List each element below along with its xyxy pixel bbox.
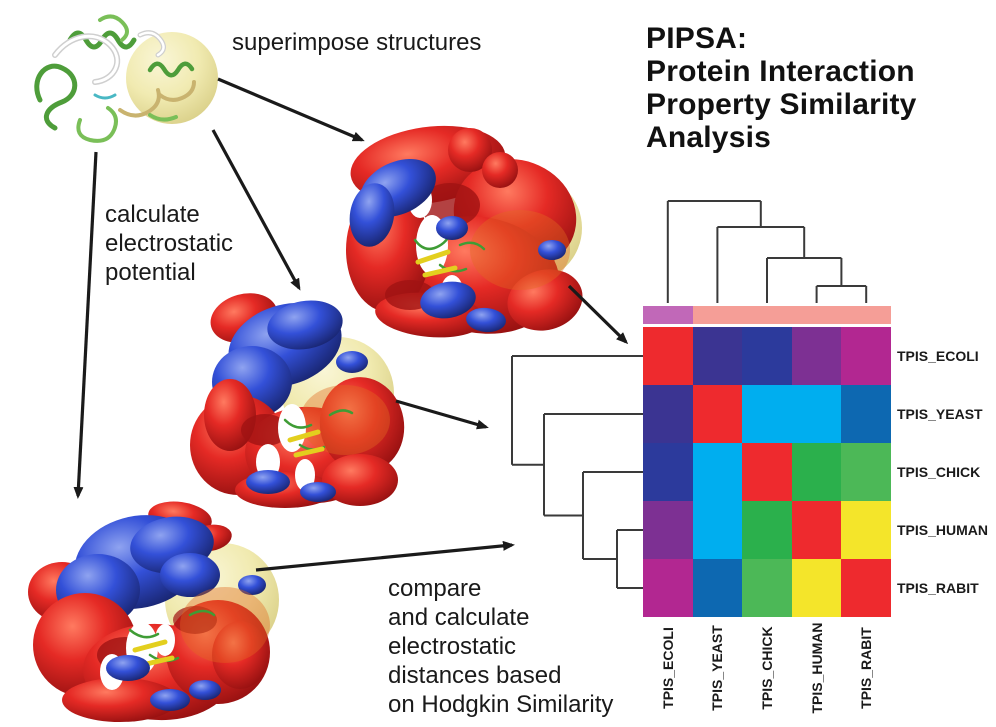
arrow-middle-surface-to-matrix [395, 399, 489, 430]
cluster-strip-segment [643, 306, 693, 324]
heatmap-cell [841, 385, 891, 443]
title-line: Property Similarity [646, 88, 917, 121]
heatmap-row-label: TPIS_CHICK [897, 464, 981, 480]
label-line: potential [105, 259, 196, 286]
label-line: on Hodgkin Similarity [388, 691, 614, 718]
title-line: Protein Interaction [646, 55, 915, 88]
electrostatic-surface-middle-image [190, 293, 405, 508]
label-compare-hodgkin-similarity: compare and calculate electrostatic dist… [388, 574, 613, 719]
arrow-superimpose-to-middle-surface [211, 129, 301, 291]
flow-arrows [73, 77, 629, 572]
arrow-top-surface-to-matrix [567, 284, 629, 345]
label-line: electrostatic [105, 230, 234, 257]
heatmap-cell [643, 385, 693, 443]
arrow-bottom-surface-to-matrix [255, 540, 515, 572]
arrow-calculate-potential [73, 151, 98, 499]
heatmap-cell [791, 501, 842, 559]
heatmap-cell [841, 327, 891, 385]
heatmap-cell [791, 443, 842, 501]
label-line: compare [388, 575, 482, 602]
heatmap-row-label: TPIS_ECOLI [897, 348, 979, 364]
figure-title: PIPSA: Protein Interaction Property Simi… [646, 22, 917, 154]
label-line: calculate [105, 201, 200, 228]
heatmap-cell [742, 501, 792, 559]
electrostatic-surface-bottom-image [28, 501, 279, 722]
heatmap-col-label: TPIS_YEAST [709, 625, 726, 711]
heatmap-cell [643, 501, 693, 559]
heatmap-cell [742, 385, 792, 443]
heatmap-cell [692, 559, 743, 617]
heatmap-grid [643, 327, 891, 617]
arrow-superimpose-to-top-surface [217, 77, 365, 142]
label-calculate-electrostatic-potential: calculate electrostatic potential [105, 200, 233, 287]
heatmap-row-label: TPIS_RABIT [897, 580, 979, 596]
heatmap-cell [791, 327, 842, 385]
label-superimpose-structures: superimpose structures [232, 29, 482, 56]
label-line: electrostatic [388, 633, 517, 660]
heatmap-cell [742, 443, 792, 501]
heatmap-col-label: TPIS_HUMAN [808, 622, 825, 714]
label-line: and calculate [388, 604, 530, 631]
heatmap-col-label: TPIS_ECOLI [659, 627, 676, 709]
heatmap-cell [841, 443, 891, 501]
heatmap-cell [692, 327, 743, 385]
heatmap-cell [643, 559, 693, 617]
heatmap-row-label: TPIS_YEAST [897, 406, 983, 422]
label-line: distances based [388, 662, 562, 689]
heatmap-cell [643, 443, 693, 501]
heatmap-cell [841, 501, 891, 559]
heatmap-cell [791, 385, 842, 443]
top-dendrogram [666, 200, 868, 303]
cluster-strip-segment [692, 306, 891, 324]
heatmap-row-label: TPIS_HUMAN [897, 522, 989, 538]
ribbon-structures-image [34, 14, 218, 143]
heatmap-cell [742, 559, 792, 617]
heatmap-col-label: TPIS_RABIT [858, 627, 875, 709]
cluster-color-strip [643, 306, 891, 324]
title-line: PIPSA: [646, 22, 748, 55]
heatmap-cell [643, 327, 693, 385]
heatmap-cell [692, 385, 743, 443]
heatmap-cell [692, 501, 743, 559]
heatmap-cell [742, 327, 792, 385]
title-line: Analysis [646, 121, 771, 154]
heatmap-cell [791, 559, 842, 617]
heatmap-col-label: TPIS_CHICK [759, 626, 775, 710]
left-dendrogram [511, 355, 643, 589]
heatmap-cell [692, 443, 743, 501]
electrostatic-surface-top-image [346, 125, 583, 338]
heatmap-cell [841, 559, 891, 617]
